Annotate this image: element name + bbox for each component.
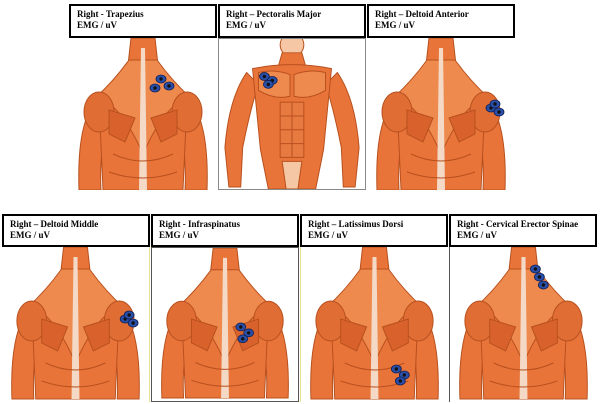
electrode-center (533, 267, 538, 271)
panel-header: Right - Cervical Erector Spinae EMG / uV (449, 214, 597, 247)
panel-header: Right - Trapezius EMG / uV (69, 4, 217, 38)
lower-back-line (344, 362, 405, 371)
left-infraspinatus-muscle (108, 109, 136, 143)
panel-title: Right – Pectoralis Major (226, 9, 322, 19)
right-infraspinatus-muscle (82, 318, 110, 352)
right-infraspinatus-muscle (448, 109, 476, 143)
lower-back-line (191, 379, 259, 387)
lower-back-line (45, 362, 106, 371)
spine-tendon (370, 257, 379, 399)
back-muscle-illustration (300, 247, 448, 402)
panel-header: Right – Pectoralis Major EMG / uV (218, 4, 366, 38)
electrode-center (266, 82, 271, 87)
panel-pectoralis-major: Right – Pectoralis Major EMG / uV (218, 4, 366, 190)
lower-back-line (489, 380, 558, 388)
lower-back-line (112, 153, 174, 162)
back-muscle-illustration (449, 247, 597, 402)
lower-back-line (410, 153, 472, 162)
electrode-center (167, 84, 171, 88)
panel-title: Right - Cervical Erector Spinae (457, 219, 579, 229)
panel-unit: EMG / uV (375, 20, 416, 30)
panel-header: Right – Deltoid Anterior EMG / uV (367, 4, 515, 38)
panel-header: Right – Deltoid Middle EMG / uV (2, 214, 150, 247)
left-infraspinatus-muscle (340, 318, 368, 352)
right-infraspinatus-muscle (381, 318, 409, 352)
electrode-center (153, 86, 157, 90)
electrode-center (394, 367, 399, 371)
panel-latissimus-dorsi: Right – Latissimus Dorsi EMG / uV (300, 214, 448, 402)
lower-back-line (493, 362, 554, 371)
right-infraspinatus-muscle (150, 109, 178, 143)
right-arm-muscle (324, 71, 360, 188)
panel-unit: EMG / uV (457, 230, 498, 240)
electrode-center (239, 325, 243, 329)
panel-unit: EMG / uV (77, 20, 118, 30)
electrode-center (402, 373, 406, 377)
spine-tendon (221, 257, 229, 399)
panel-unit: EMG / uV (159, 230, 200, 240)
panel-infraspinatus: Right - Infraspinatus EMG / uV (151, 214, 299, 402)
panel-unit: EMG / uV (10, 230, 51, 240)
lower-back-line (195, 362, 255, 370)
panel-header: Right – Latissimus Dorsi EMG / uV (300, 214, 448, 247)
panel-title: Right - Infraspinatus (159, 219, 241, 229)
front-muscle-illustration (218, 38, 366, 190)
left-infraspinatus-muscle (489, 318, 517, 352)
electrode-center (497, 110, 501, 114)
spine-tendon (139, 48, 147, 190)
electrode-center (159, 77, 163, 81)
right-infraspinatus-muscle (530, 318, 558, 352)
left-infraspinatus-muscle (406, 109, 434, 143)
panel-title: Right – Deltoid Anterior (375, 9, 469, 19)
abdominal-lines (280, 102, 304, 158)
pelvis (281, 160, 303, 189)
electrode-center (246, 331, 251, 335)
left-arm-muscle (224, 71, 260, 188)
electrode-center (537, 275, 542, 279)
electrode-center (127, 313, 131, 317)
electrode-center (493, 102, 497, 106)
panel-unit: EMG / uV (226, 20, 267, 30)
electrode-center (262, 74, 267, 79)
left-infraspinatus-muscle (190, 318, 218, 352)
panel-title: Right - Trapezius (77, 9, 144, 19)
right-pectoralis-muscle (293, 70, 327, 98)
back-muscle-illustration (2, 247, 150, 402)
electrode-center (131, 321, 135, 325)
spine-tendon (71, 257, 80, 399)
panel-trapezius: Right - Trapezius EMG / uV (69, 4, 217, 190)
panel-title: Right – Deltoid Middle (10, 219, 99, 229)
panel-title: Right – Latissimus Dorsi (308, 219, 404, 229)
electrode-center (398, 379, 403, 383)
panel-deltoid-anterior: Right – Deltoid Anterior EMG / uV (367, 4, 515, 190)
lower-back-line (406, 171, 476, 179)
panel-deltoid-middle: Right – Deltoid Middle EMG / uV (2, 214, 150, 402)
back-muscle-illustration (69, 38, 217, 190)
spine-tendon (437, 48, 445, 190)
spine-tendon (519, 257, 528, 399)
left-infraspinatus-muscle (41, 318, 69, 352)
back-muscle-illustration (367, 38, 515, 190)
electrode-center (241, 337, 245, 341)
lower-back-line (108, 171, 178, 179)
lower-back-line (41, 380, 110, 388)
panel-header: Right - Infraspinatus EMG / uV (151, 214, 299, 247)
panel-unit: EMG / uV (308, 230, 349, 240)
panel-cervical-erector-spinae: Right - Cervical Erector Spinae EMG / uV (449, 214, 597, 402)
electrode-center (541, 283, 546, 287)
back-muscle-illustration (151, 247, 299, 402)
